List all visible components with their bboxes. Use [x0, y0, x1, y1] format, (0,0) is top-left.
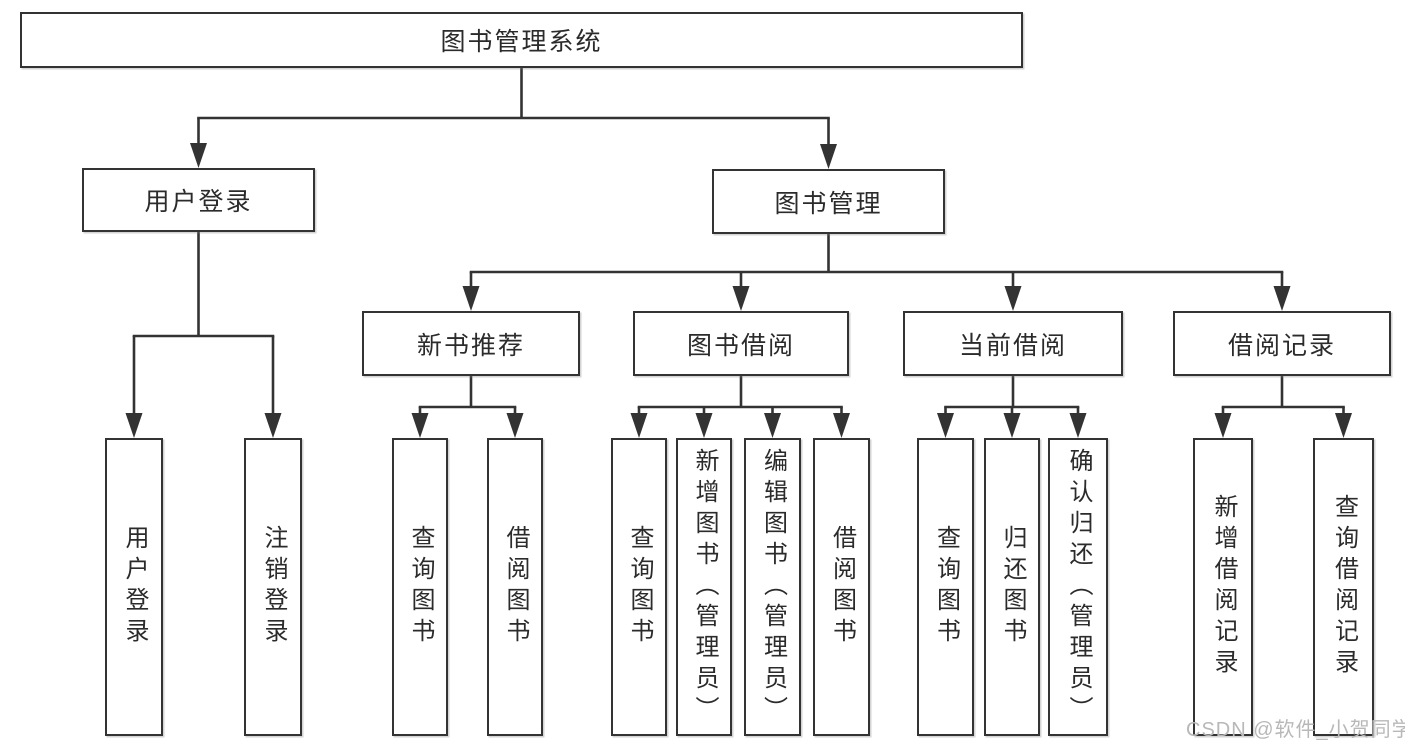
- leaf-rec-borrow-book: 借阅图书: [487, 438, 543, 736]
- node-borrow-records: 借阅记录: [1173, 311, 1391, 376]
- node-book-management: 图书管理: [712, 169, 945, 234]
- leaf-user-login: 用户登录: [105, 438, 163, 736]
- node-user-login: 用户登录: [82, 168, 315, 232]
- leaf-br-query-record: 查询借阅记录: [1313, 438, 1374, 736]
- watermark: CSDN @软件_小贺同学: [1186, 719, 1405, 741]
- leaf-logout: 注销登录: [244, 438, 302, 736]
- leaf-bb-edit-book: 编辑图书（管理员）: [744, 438, 801, 736]
- node-new-book-recommend: 新书推荐: [362, 311, 580, 376]
- node-book-borrow: 图书借阅: [633, 311, 849, 376]
- leaf-bb-query-book: 查询图书: [611, 438, 667, 736]
- leaf-br-add-record: 新增借阅记录: [1193, 438, 1253, 736]
- leaf-rec-query-book: 查询图书: [392, 438, 448, 736]
- node-current-borrow: 当前借阅: [903, 311, 1123, 376]
- node-root: 图书管理系统: [20, 12, 1023, 68]
- leaf-cb-query-book: 查询图书: [917, 438, 974, 736]
- leaf-cb-return-book: 归还图书: [984, 438, 1040, 736]
- leaf-bb-add-book: 新增图书（管理员）: [676, 438, 732, 736]
- leaf-cb-confirm-return: 确认归还（管理员）: [1048, 438, 1108, 736]
- leaf-bb-borrow-book: 借阅图书: [813, 438, 870, 736]
